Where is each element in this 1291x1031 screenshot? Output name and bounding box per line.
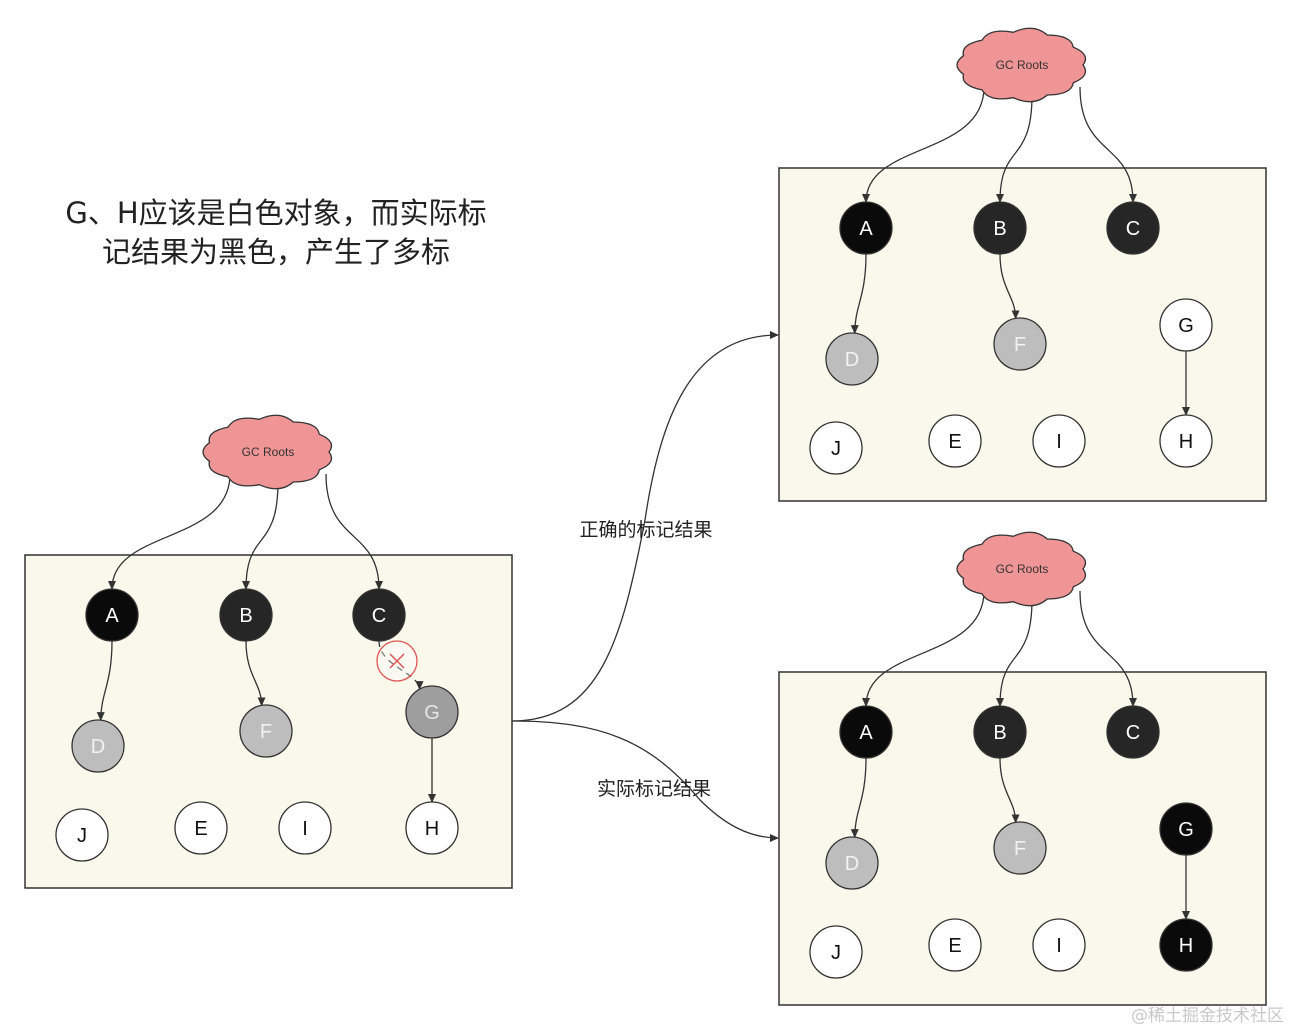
object-label-b: B: [993, 218, 1006, 240]
object-node-h: H: [1159, 918, 1213, 972]
object-node-c: C: [1106, 705, 1160, 759]
object-node-b: B: [973, 705, 1027, 759]
object-node-j: J: [809, 925, 863, 979]
reference-a-to-d: [96, 640, 113, 722]
reference-root-to-b: [242, 481, 279, 590]
object-label-c: C: [1126, 218, 1140, 240]
headline-line-2: 记结果为黑色，产生了多标: [102, 235, 450, 269]
object-node-a: A: [839, 201, 893, 255]
object-node-a: A: [839, 705, 893, 759]
reference-root-to-b: [996, 94, 1033, 203]
object-label-g: G: [1178, 819, 1194, 841]
object-label-d: D: [845, 853, 859, 875]
reference-c-to-g: [378, 640, 424, 691]
object-node-d: D: [71, 719, 125, 773]
object-label-j: J: [77, 825, 87, 847]
object-node-j: J: [809, 421, 863, 475]
object-node-a: A: [85, 588, 139, 642]
object-node-f: F: [239, 704, 293, 758]
reference-root-to-c: [325, 473, 383, 590]
object-node-h: H: [1159, 414, 1213, 468]
object-node-c: C: [352, 588, 406, 642]
object-node-f: F: [993, 821, 1047, 875]
object-label-i: I: [302, 818, 308, 840]
object-node-b: B: [219, 588, 273, 642]
object-node-e: E: [928, 918, 982, 972]
reference-root-to-a: [862, 590, 985, 707]
object-label-a: A: [859, 218, 873, 240]
object-label-c: C: [1126, 722, 1140, 744]
object-label-a: A: [105, 605, 119, 627]
panel-connectors: 正确的标记结果 实际标记结果: [511, 331, 779, 842]
object-node-f: F: [993, 317, 1047, 371]
reference-a-to-d: [850, 253, 867, 335]
object-node-i: I: [1032, 414, 1086, 468]
object-label-f: F: [1014, 334, 1026, 356]
object-label-c: C: [372, 605, 386, 627]
object-node-d: D: [825, 836, 879, 890]
gc-roots-cloud: GC Roots: [202, 414, 333, 490]
object-node-b: B: [973, 201, 1027, 255]
object-label-i: I: [1056, 935, 1062, 957]
object-label-b: B: [993, 722, 1006, 744]
connector-to-correct-result: [511, 331, 779, 722]
object-label-d: D: [845, 349, 859, 371]
object-node-g: G: [405, 685, 459, 739]
object-node-i: I: [1032, 918, 1086, 972]
correct-result-label: 正确的标记结果: [579, 519, 712, 541]
object-label-h: H: [1179, 431, 1193, 453]
reference-root-to-a: [862, 86, 985, 203]
object-label-j: J: [831, 942, 841, 964]
gc-roots-cloud: GC Roots: [956, 531, 1087, 607]
object-label-f: F: [1014, 838, 1026, 860]
headline-line-1: G、H应该是白色对象，而实际标: [65, 196, 486, 230]
object-node-d: D: [825, 332, 879, 386]
actual-result-label: 实际标记结果: [597, 778, 711, 800]
object-label-j: J: [831, 438, 841, 460]
object-label-f: F: [260, 721, 272, 743]
object-label-i: I: [1056, 431, 1062, 453]
reference-root-to-c: [1079, 86, 1137, 203]
object-label-e: E: [948, 431, 961, 453]
object-label-e: E: [194, 818, 207, 840]
reference-b-to-f: [999, 757, 1020, 824]
gc-roots-label: GC Roots: [996, 562, 1049, 576]
removed-reference-marker: [376, 640, 418, 682]
reference-a-to-d: [850, 757, 867, 839]
reference-root-to-a: [108, 473, 231, 590]
object-label-e: E: [948, 935, 961, 957]
object-label-h: H: [1179, 935, 1193, 957]
gc-roots-cloud: GC Roots: [956, 27, 1087, 103]
object-node-g: G: [1159, 802, 1213, 856]
object-label-h: H: [425, 818, 439, 840]
object-node-g: G: [1159, 298, 1213, 352]
gc-roots-label: GC Roots: [996, 58, 1049, 72]
reference-b-to-f: [999, 253, 1020, 320]
watermark: @稀土掘金技术社区: [1131, 1006, 1284, 1026]
object-node-e: E: [174, 801, 228, 855]
reference-root-to-b: [996, 598, 1033, 707]
object-label-d: D: [91, 736, 105, 758]
connector-to-actual-result: [511, 720, 779, 842]
reference-b-to-f: [245, 640, 266, 707]
object-node-j: J: [55, 808, 109, 862]
object-node-c: C: [1106, 201, 1160, 255]
gc-roots-label: GC Roots: [242, 445, 295, 459]
object-label-b: B: [239, 605, 252, 627]
object-node-i: I: [278, 801, 332, 855]
object-node-e: E: [928, 414, 982, 468]
object-label-g: G: [424, 702, 440, 724]
object-node-h: H: [405, 801, 459, 855]
object-label-a: A: [859, 722, 873, 744]
reference-root-to-c: [1079, 590, 1137, 707]
object-label-g: G: [1178, 315, 1194, 337]
